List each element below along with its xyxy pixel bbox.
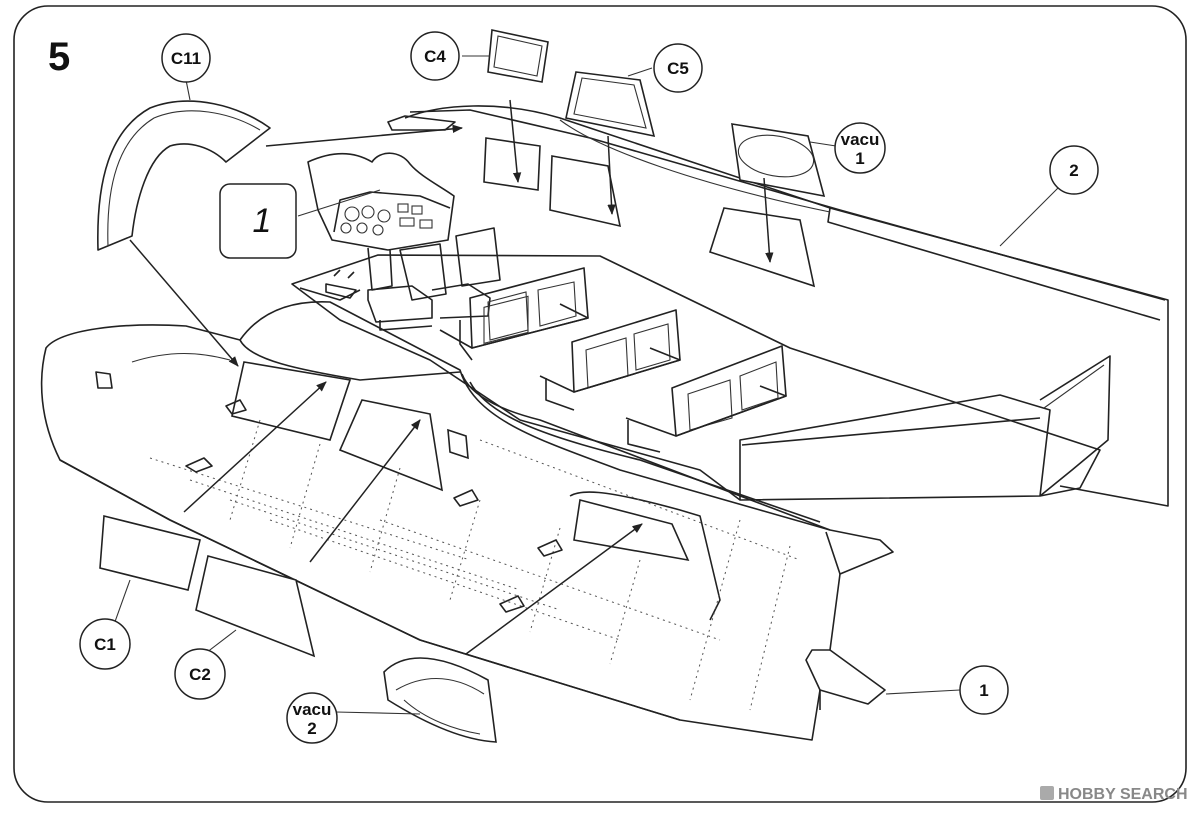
svg-text:2: 2 <box>307 719 316 738</box>
callout-c5: C5 <box>653 43 703 93</box>
front-seat <box>367 243 447 331</box>
callout-part-1: 1 <box>959 665 1009 715</box>
svg-text:1: 1 <box>979 681 988 700</box>
canopy-part-c11 <box>97 100 271 251</box>
svg-text:2: 2 <box>1069 161 1078 180</box>
fuselage-door-outline <box>569 491 721 621</box>
svg-text:1: 1 <box>855 149 864 168</box>
front-seat <box>431 227 501 319</box>
mounting-tab <box>225 399 247 415</box>
roof-window-opening <box>549 155 622 228</box>
svg-text:C4: C4 <box>424 47 446 66</box>
svg-text:1: 1 <box>253 202 272 240</box>
window-part-c5-inner <box>573 77 647 129</box>
assembly-arrows <box>129 99 774 655</box>
bench-seat <box>625 345 787 453</box>
mounting-tab <box>185 457 213 473</box>
window-part-c2 <box>195 555 316 658</box>
sheet-border <box>13 5 1187 803</box>
callout-c1: C1 <box>79 618 131 670</box>
rivet-lines <box>149 419 801 711</box>
svg-text:HOBBY SEARCH: HOBBY SEARCH <box>1058 786 1188 803</box>
svg-text:C5: C5 <box>667 59 689 78</box>
mounting-tab <box>537 539 563 557</box>
fuselage-window-opening <box>447 428 469 460</box>
svg-text:vacu: vacu <box>293 700 332 719</box>
instrument-panel <box>307 152 455 291</box>
callout-c4: C4 <box>410 31 460 81</box>
callout-instrument-panel-1: 1 <box>219 183 297 259</box>
svg-text:vacu: vacu <box>841 130 880 149</box>
roof-part-2 <box>387 105 1169 507</box>
callout-part-2: 2 <box>1049 145 1099 195</box>
window-part-c4-inner <box>493 35 543 77</box>
mounting-tab <box>453 489 479 507</box>
bench-seat <box>439 267 589 361</box>
svg-text:C11: C11 <box>171 49 201 68</box>
callout-vacu2: vacu 2 <box>286 692 338 744</box>
rudder-pedals <box>325 269 357 299</box>
callout-vacu1: vacu 1 <box>834 122 886 174</box>
fuselage-window-opening <box>338 399 444 492</box>
svg-text:C2: C2 <box>189 665 211 684</box>
vacuform-part-vacu1 <box>731 123 826 198</box>
window-part-c1 <box>99 514 201 591</box>
window-opening <box>708 207 816 288</box>
bench-seat <box>539 309 681 411</box>
cabin-floor <box>291 254 1111 501</box>
fuselage-window-opening <box>231 361 352 441</box>
window-part-c4 <box>487 29 549 83</box>
vacuform-part-vacu2 <box>383 657 497 743</box>
mounting-tab <box>499 595 525 613</box>
callout-c11: C11 <box>161 33 211 83</box>
roof-window-opening <box>483 137 541 191</box>
step-number: 5 <box>48 35 70 79</box>
watermark: HOBBY SEARCH <box>1040 786 1188 803</box>
fuselage-window-opening <box>573 499 690 562</box>
window-part-c5 <box>565 71 656 138</box>
callout-c2: C2 <box>174 648 226 700</box>
svg-text:C1: C1 <box>94 635 116 654</box>
